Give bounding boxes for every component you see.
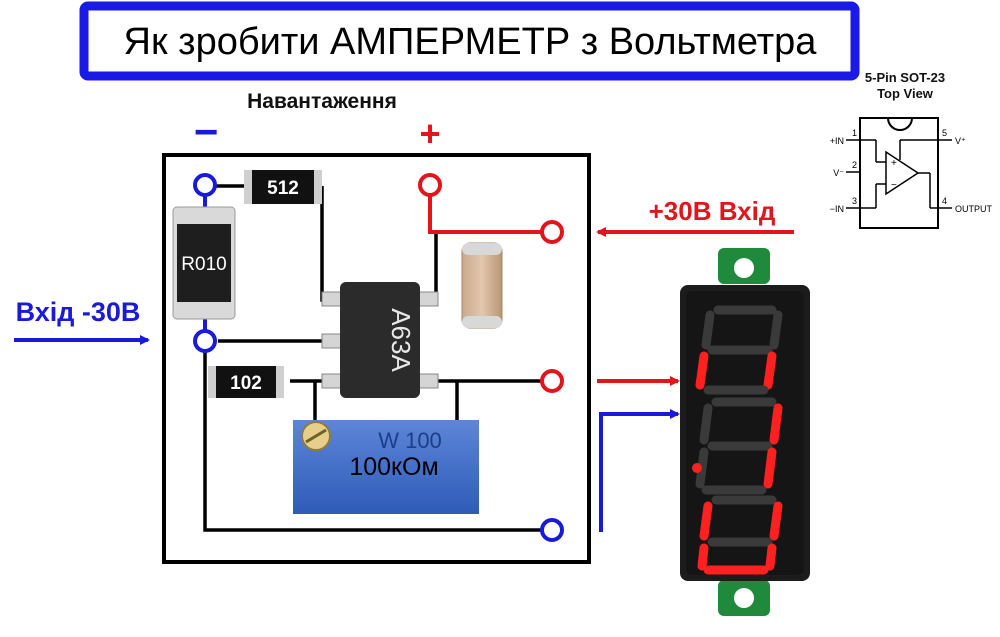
- pin4-name: OUTPUT: [955, 204, 993, 214]
- input-plus-label: +30В Вхід: [649, 196, 776, 226]
- page-title: Як зробити АМПЕРМЕТР з Вольтметра: [124, 21, 818, 63]
- terminal-ground: [540, 518, 564, 542]
- pinout-minus-mark: −: [891, 180, 897, 191]
- trimmer-marking: W 100: [378, 428, 442, 453]
- trimmer-potentiometer: W 100 100кОм: [293, 420, 479, 514]
- pin3-num: 3: [852, 196, 857, 206]
- terminal-minus-mid: [193, 329, 217, 353]
- pin1-num: 1: [852, 128, 857, 138]
- shunt-resistor: R010: [172, 206, 236, 320]
- title-frame: [79, 1, 860, 81]
- chip-sot23: A63A: [321, 282, 439, 398]
- capacitor: [461, 242, 503, 329]
- chip-marking: A63A: [386, 308, 416, 372]
- trimmer-value: 100кОм: [349, 453, 438, 481]
- terminal-minus-top: [193, 173, 217, 197]
- display-decimal-point: [692, 463, 702, 473]
- ground-to-display-arrow: [599, 409, 680, 532]
- display-digit-1: [695, 305, 783, 395]
- display-digit-3: [697, 495, 783, 575]
- resistor-102-code: 102: [230, 373, 262, 394]
- pinout-plus-mark: +: [891, 158, 897, 169]
- pin5-name: V⁺: [955, 136, 966, 146]
- input-minus-label: Вхід -30В: [16, 297, 141, 327]
- terminal-plus-top: [418, 173, 442, 197]
- pinout-title-line1: 5-Pin SOT-23: [865, 70, 945, 85]
- plus-sign: +: [419, 113, 440, 154]
- board-outline: [162, 153, 591, 564]
- wires-red: [428, 192, 543, 234]
- resistor-102: 102: [208, 366, 284, 398]
- load-label: Навантаження: [247, 90, 397, 113]
- pinout-title-line2: Top View: [877, 86, 934, 101]
- minus-sign: −: [194, 108, 219, 155]
- shunt-resistor-code: R010: [181, 254, 226, 275]
- voltmeter-display: [680, 248, 810, 616]
- resistor-512-code: 512: [267, 178, 299, 199]
- resistor-512: 512: [244, 170, 322, 204]
- terminal-output: [540, 369, 564, 393]
- pin3-name: −IN: [830, 204, 844, 214]
- pin2-name: V⁻: [833, 168, 844, 178]
- pinout-inset: 5-Pin SOT-23 Top View + − 1 +IN 2: [830, 70, 993, 229]
- pin4-num: 4: [942, 196, 947, 206]
- terminal-input-plus: [540, 220, 564, 244]
- pin1-name: +IN: [830, 136, 844, 146]
- pin2-num: 2: [852, 160, 857, 170]
- pin5-num: 5: [942, 128, 947, 138]
